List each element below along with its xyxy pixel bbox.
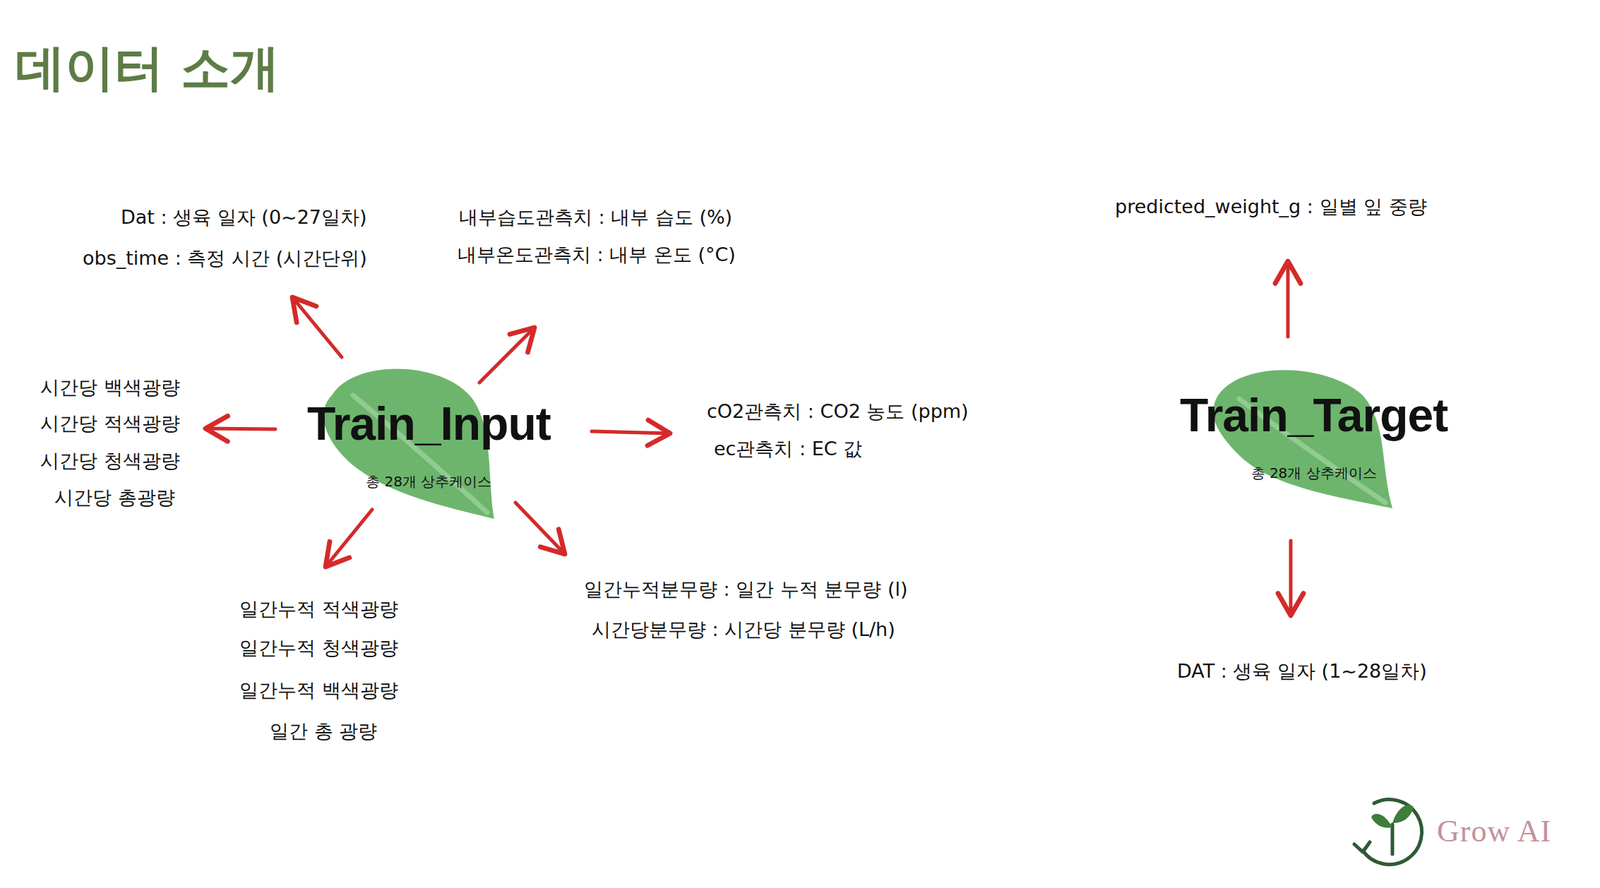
field-label: 시간당 적색광량	[40, 412, 181, 435]
leaf-node: Train_Target 총 28개 상추케이스	[1179, 389, 1448, 482]
field-label: DAT : 생육 일자 (1~28일차)	[1177, 660, 1428, 683]
field-label: ec관측치 : EC 값	[713, 437, 863, 461]
pointer-arrow	[591, 431, 671, 434]
field-label: 시간당분무량 : 시간당 분무량 (L/h)	[591, 618, 896, 642]
field-label: 내부온도관측치 : 내부 온도 (°C)	[457, 243, 736, 267]
logo-icon	[1354, 800, 1423, 865]
node-subtitle: 총 28개 상추케이스	[1179, 464, 1448, 482]
field-label: 일간누적 청색광량	[239, 636, 399, 660]
field-label: obs_time : 측정 시간 (시간단위)	[82, 247, 368, 270]
pointer-arrows	[205, 261, 1291, 616]
field-label: 일간 총 광량	[269, 720, 378, 743]
pointer-arrow	[292, 297, 342, 358]
node-heading: Train_Target	[1179, 389, 1448, 442]
page-title: 데이터 소개	[15, 40, 280, 96]
field-label: cO2관측치 : CO2 농도 (ppm)	[706, 400, 969, 423]
pointer-arrow	[515, 502, 565, 555]
pointer-arrow	[1286, 261, 1291, 337]
logo-text: Grow AI	[1436, 813, 1552, 851]
field-label: 일간누적분무량 : 일간 누적 분무량 (l)	[583, 578, 909, 601]
node-subtitle: 총 28개 상추케이스	[307, 473, 551, 491]
field-label: predicted_weight_g : 일별 잎 중량	[1114, 195, 1428, 219]
field-label: 내부습도관측치 : 내부 습도 (%)	[458, 206, 733, 229]
field-label: 시간당 총광량	[54, 486, 176, 510]
pointer-arrow	[205, 428, 276, 430]
field-label: 일간누적 백색광량	[239, 679, 399, 702]
pointer-arrow	[479, 327, 535, 383]
field-label: 시간당 청색광량	[40, 449, 181, 473]
field-label: Dat : 생육 일자 (0~27일차)	[120, 206, 368, 229]
field-label: 시간당 백색광량	[40, 376, 181, 399]
field-label: 일간누적 적색광량	[239, 598, 399, 621]
pointer-arrow	[325, 509, 373, 567]
node-heading: Train_Input	[307, 398, 551, 450]
pointer-arrow	[1289, 540, 1293, 616]
leaf-node: Train_Input 총 28개 상추케이스	[307, 398, 551, 491]
